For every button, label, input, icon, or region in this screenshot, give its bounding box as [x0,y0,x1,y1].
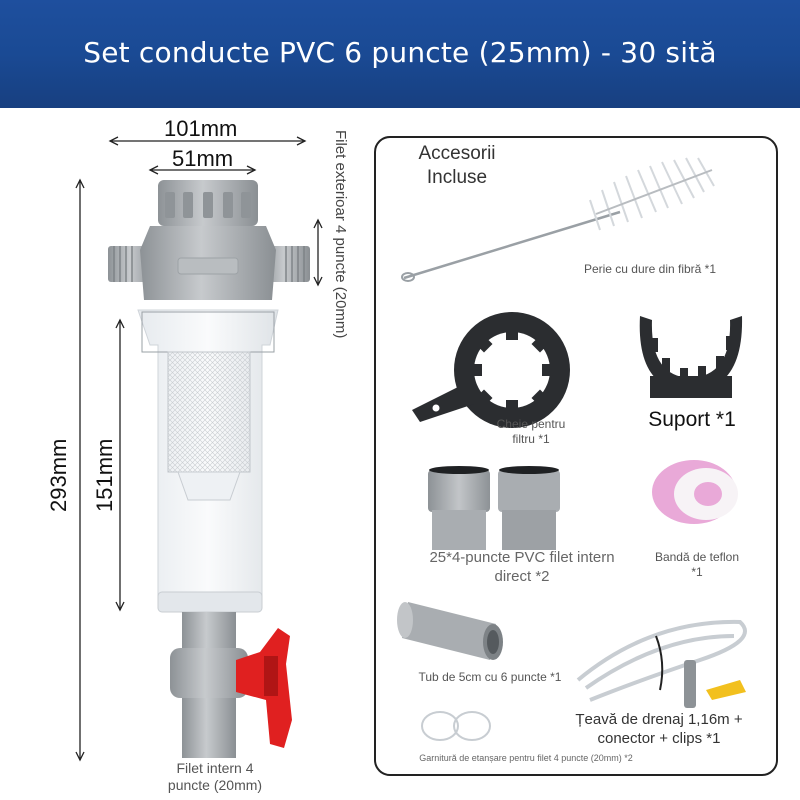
width-inner-label: 51mm [172,146,234,171]
brush-icon [401,157,715,282]
page-title: Set conducte PVC 6 puncte (25mm) - 30 si… [83,36,717,69]
thread-bottom-label: Filet intern 4 puncte (20mm) [167,760,263,793]
wrench-label: Cheie pentru filtru *1 [496,417,566,446]
teflon-label: Bandă de teflon *1 [654,550,740,579]
gasket-label: Garnitură de etanșare pentru filet 4 pun… [419,753,633,763]
thread-top-label: Filet exterioar 4 puncte (20mm) [332,130,349,339]
wrench-icon [412,312,570,428]
tube-label: Tub de 5cm cu 6 puncte *1 [418,670,562,684]
drain-label: Țeavă de drenaj 1,16m + conector + clips… [575,711,743,747]
tube-icon [397,602,503,660]
width-total-label: 101mm [164,116,238,141]
accessories-panel [374,136,778,776]
teflon-tape-icon [652,460,738,524]
drain-connector-icon [684,660,696,708]
accessories-title: Accesorii Incluse [418,143,496,188]
height-total-label: 293mm [46,438,71,512]
drain-clip-icon [706,680,746,700]
accessories-illustrations [397,157,747,741]
gasket-icon [421,711,491,741]
brush-label: Perie cu dure din fibră *1 [583,262,717,276]
header-banner: Set conducte PVC 6 puncte (25mm) - 30 si… [0,0,800,108]
height-filter-label: 151mm [92,438,117,512]
support-icon [639,316,743,398]
connector-label: 25*4-puncte PVC filet intern direct *2 [429,549,615,585]
connector-icon [428,466,560,550]
support-label: Suport *1 [648,408,736,431]
filter-illustration [75,136,323,762]
